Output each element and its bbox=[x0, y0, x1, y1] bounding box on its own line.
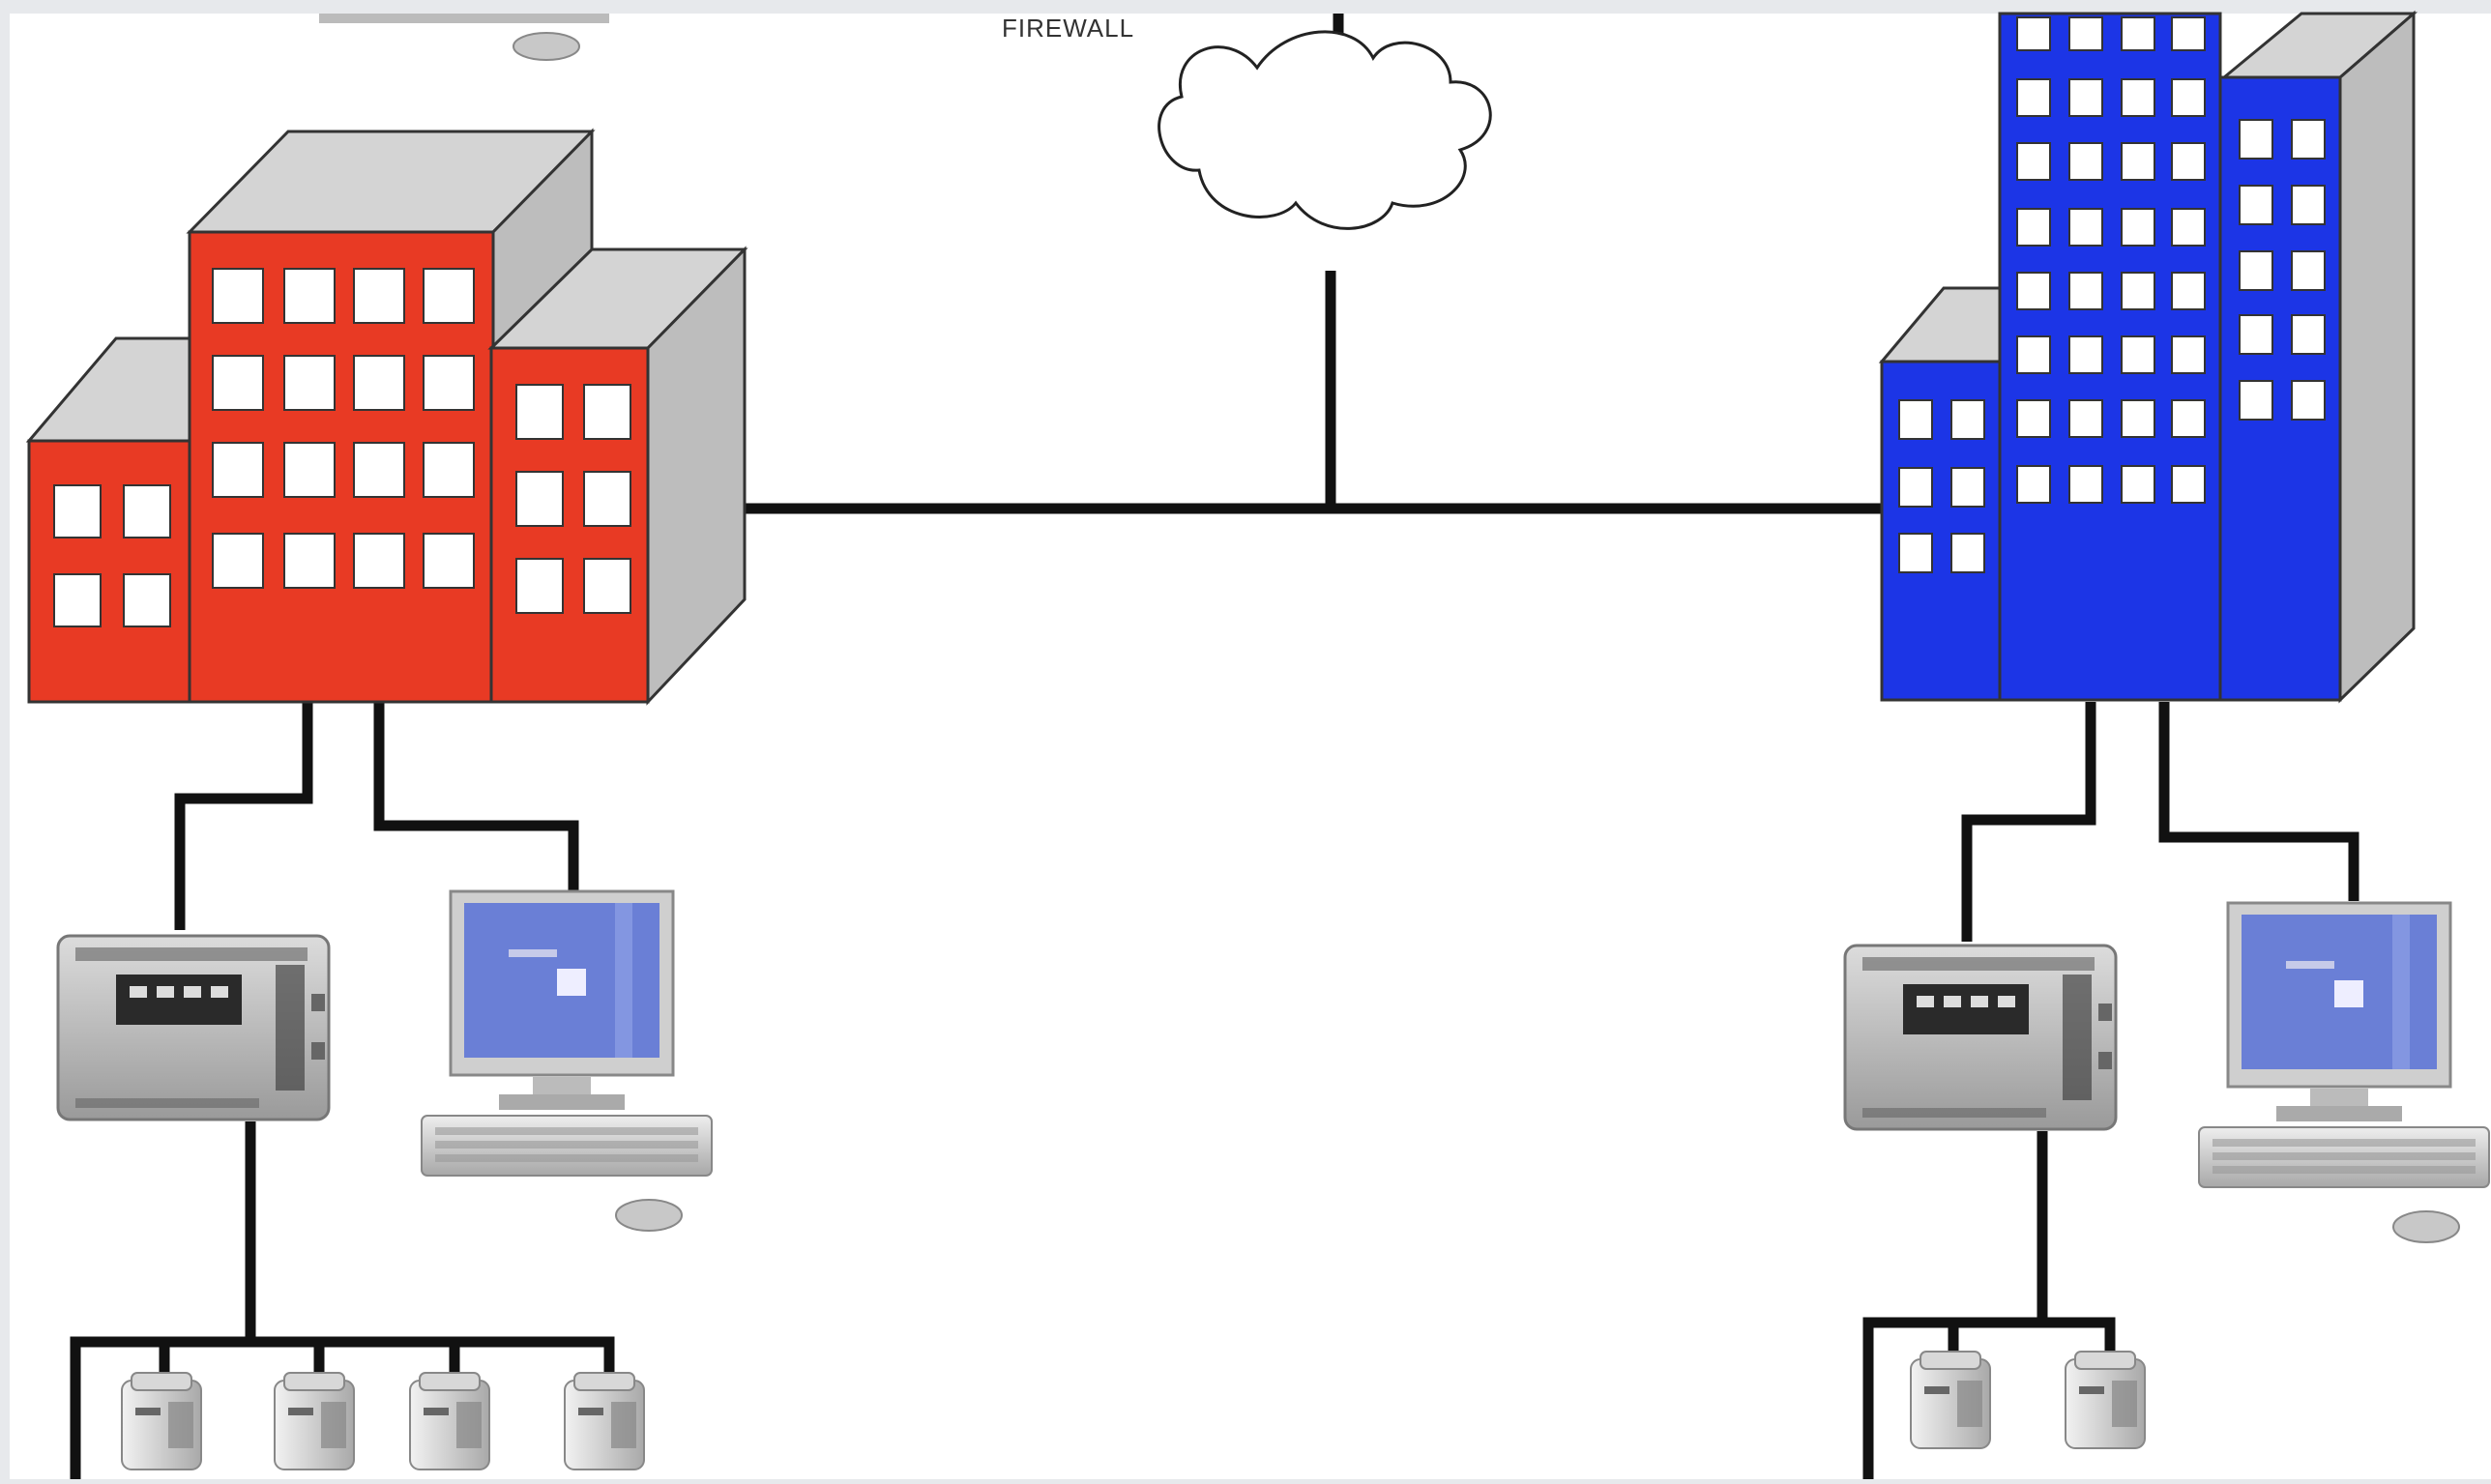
firewall-label: FIREWALL bbox=[1002, 14, 1135, 43]
top-mouse-icon bbox=[319, 14, 609, 61]
right-meter-bus bbox=[1862, 1317, 2116, 1479]
red-building-icon bbox=[25, 128, 748, 706]
left-meter-2-icon bbox=[274, 1372, 355, 1470]
left-network-device-icon bbox=[56, 934, 331, 1121]
left-meter-3-icon bbox=[409, 1372, 490, 1470]
link-left-workstation bbox=[373, 702, 579, 891]
internet-cloud-icon bbox=[1158, 30, 1492, 230]
right-network-device-icon bbox=[1843, 944, 2118, 1131]
blue-building-icon bbox=[1878, 10, 2418, 704]
network-links bbox=[70, 14, 2359, 1479]
link-right-device bbox=[1961, 702, 2096, 942]
left-meter-1-icon bbox=[121, 1372, 202, 1470]
left-meter-bus bbox=[70, 1336, 615, 1479]
right-meter-2-icon bbox=[2065, 1351, 2146, 1449]
link-right-workstation bbox=[2158, 702, 2359, 901]
link-left-device bbox=[174, 702, 313, 930]
left-meter-4-icon bbox=[564, 1372, 645, 1470]
right-meter-1-icon bbox=[1910, 1351, 1991, 1449]
